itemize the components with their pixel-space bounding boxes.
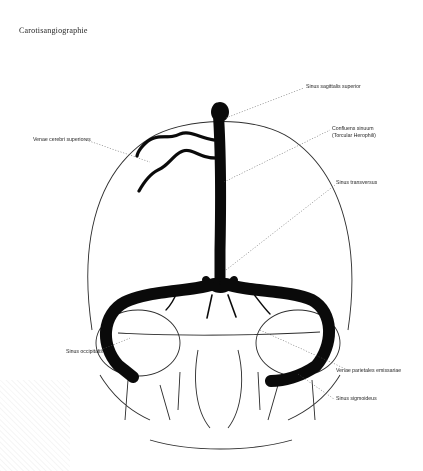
leader-confluens <box>224 130 330 182</box>
sinus-tip <box>211 102 229 122</box>
label-torcular-herophili: (Torcular Herophili) <box>332 133 376 139</box>
venous-sinuses <box>106 102 329 381</box>
left-transverse-sinus <box>106 284 214 377</box>
leader-sagittal <box>226 88 304 118</box>
vein-upper-1 <box>137 133 214 156</box>
vein-lower-2 <box>228 295 236 317</box>
leader-sigmoideus <box>298 374 334 399</box>
nasal-cavity <box>196 350 242 428</box>
vein-upper-2 <box>139 150 215 191</box>
label-sinus-transversus: Sinus transversus <box>336 180 377 186</box>
label-sinus-occipitalis: Sinus occipitalis <box>66 349 103 355</box>
label-sinus-sigmoideus: Sinus sigmoideus <box>336 396 377 402</box>
label-confluens-sinuum: Confluens sinuum <box>332 126 374 132</box>
vein-lower-1 <box>207 295 212 318</box>
maxilla-left <box>100 375 150 420</box>
skull-base-line <box>118 332 320 335</box>
mastoid-left <box>160 372 180 420</box>
label-sinus-sagittalis-superior: Sinus sagittalis superior <box>306 84 361 90</box>
label-venae-parietales: Venae parietales emissariae <box>336 368 401 374</box>
jaw-line <box>150 440 292 449</box>
leader-transversus <box>226 185 335 270</box>
label-venae-cerebri-superiores: Venae cerebri superiores <box>33 137 91 143</box>
superior-sagittal-sinus <box>218 108 221 283</box>
